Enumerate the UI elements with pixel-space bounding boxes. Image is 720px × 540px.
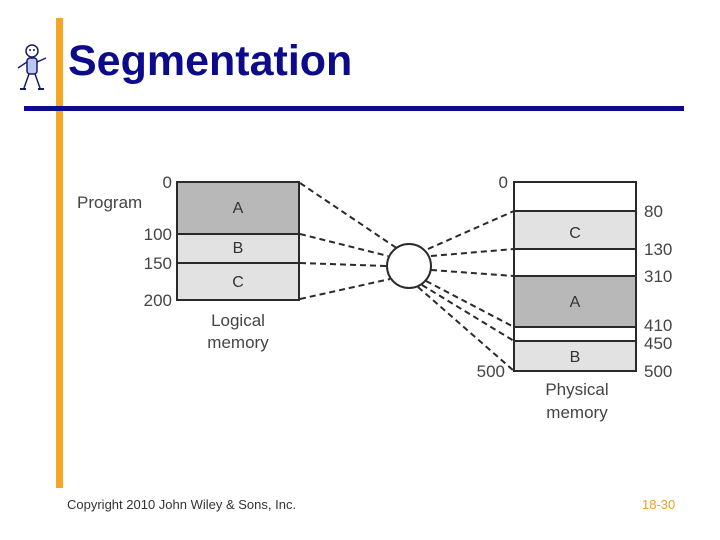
physical-segment-b <box>513 340 637 372</box>
physical-tick-80: 80 <box>644 202 663 221</box>
physical-free-410-450 <box>513 326 637 342</box>
physical-memory: C A B 0 500 80 130 310 410 450 500 Physi… <box>477 173 673 422</box>
logical-label-a: A <box>233 200 244 217</box>
physical-tick-410: 410 <box>644 316 672 335</box>
physical-tick-310: 310 <box>644 267 672 286</box>
vertical-accent-bar <box>56 18 63 488</box>
translation-circle <box>386 243 432 289</box>
physical-label-a: A <box>570 294 581 311</box>
logical-tick-150: 150 <box>144 254 172 273</box>
mascot-icon <box>17 44 47 90</box>
physical-tick-450: 450 <box>644 334 672 353</box>
logical-tick-0: 0 <box>163 173 172 192</box>
physical-memory-label-1: Physical <box>545 380 608 399</box>
logical-memory-label-1: Logical <box>211 311 265 330</box>
page-title: Segmentation <box>68 37 353 85</box>
logical-tick-200: 200 <box>144 291 172 310</box>
logical-segment-c <box>176 262 300 301</box>
physical-tick-130: 130 <box>644 240 672 259</box>
page-number: 18-30 <box>642 497 676 512</box>
physical-label-b: B <box>570 349 581 366</box>
mapping-lines <box>299 182 515 372</box>
title-underline <box>24 106 684 111</box>
physical-tick-500: 500 <box>644 362 672 381</box>
physical-memory-label-2: memory <box>546 403 608 422</box>
physical-free-130-310 <box>513 248 637 277</box>
physical-label-c: C <box>569 225 581 242</box>
physical-segment-c <box>513 210 637 250</box>
logical-tick-100: 100 <box>144 225 172 244</box>
physical-tick-0: 0 <box>499 173 508 192</box>
physical-tick-500-left: 500 <box>477 362 505 381</box>
program-label: Program <box>77 193 142 212</box>
logical-memory: A B C Program 0 100 150 200 Logical memo… <box>77 173 300 352</box>
logical-memory-label-2: memory <box>207 333 269 352</box>
physical-free-0-80 <box>513 181 637 212</box>
logical-segment-b <box>176 233 300 264</box>
copyright-text: Copyright 2010 John Wiley & Sons, Inc. <box>67 497 297 512</box>
logical-label-c: C <box>232 274 244 291</box>
logical-label-b: B <box>233 240 244 257</box>
